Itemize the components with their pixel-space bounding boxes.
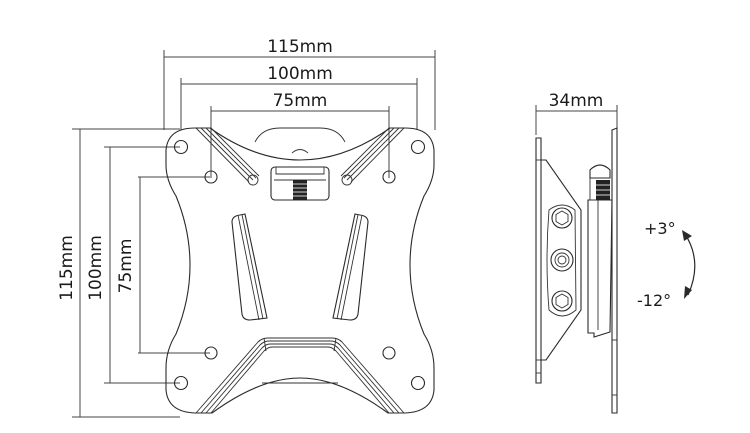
top-left-rib: [195, 127, 260, 186]
width-100-label: 100mm: [267, 64, 333, 84]
hole-100-bl: [173, 375, 189, 391]
side-view: 34mm: [535, 91, 618, 414]
hole-100-br: [410, 375, 426, 391]
wall-plate: [535, 137, 542, 384]
top-notch: [291, 149, 309, 154]
height-75-label: 75mm: [116, 239, 136, 294]
top-hook-plate: [254, 127, 346, 143]
bottom-rib: [195, 337, 405, 414]
hole-75-bl: [204, 346, 218, 360]
latch-screw-side: [589, 164, 611, 201]
center-latch: [270, 166, 330, 201]
height-100-label: 100mm: [86, 235, 106, 301]
vesa-bracket: [587, 199, 613, 338]
height-115-label: 115mm: [57, 235, 77, 301]
tv-plate: [611, 127, 618, 414]
tilt-arc-arrow: [684, 233, 696, 296]
width-dimensions: [163, 50, 436, 178]
hole-100-tr: [410, 139, 426, 155]
mounting-holes: [173, 139, 426, 391]
hole-75-tr: [382, 170, 396, 184]
height-dimensions: [72, 128, 210, 418]
arrow-up-icon: [682, 230, 692, 241]
tilt-indicator: +3° -12°: [637, 219, 696, 310]
top-right-rib: [340, 127, 405, 186]
hole-75-tl: [204, 170, 218, 184]
tilt-up-label: +3°: [644, 219, 676, 238]
pivot-bolts: [550, 207, 574, 312]
tilt-down-label: -12°: [637, 291, 671, 310]
front-view: 115mm 100mm 75mm 115mm 100mm 75mm: [57, 37, 436, 418]
width-75-label: 75mm: [273, 91, 328, 111]
arrow-down-icon: [684, 286, 692, 299]
hole-75-br: [382, 346, 396, 360]
tilt-arm: [541, 159, 582, 361]
depth-34-label: 34mm: [549, 91, 604, 111]
right-slot: [332, 213, 369, 321]
latch-screw: [293, 180, 307, 200]
width-115-label: 115mm: [267, 37, 333, 57]
mount-plate-outline: [165, 127, 435, 414]
hole-100-tl: [173, 139, 189, 155]
left-slot: [231, 213, 268, 321]
